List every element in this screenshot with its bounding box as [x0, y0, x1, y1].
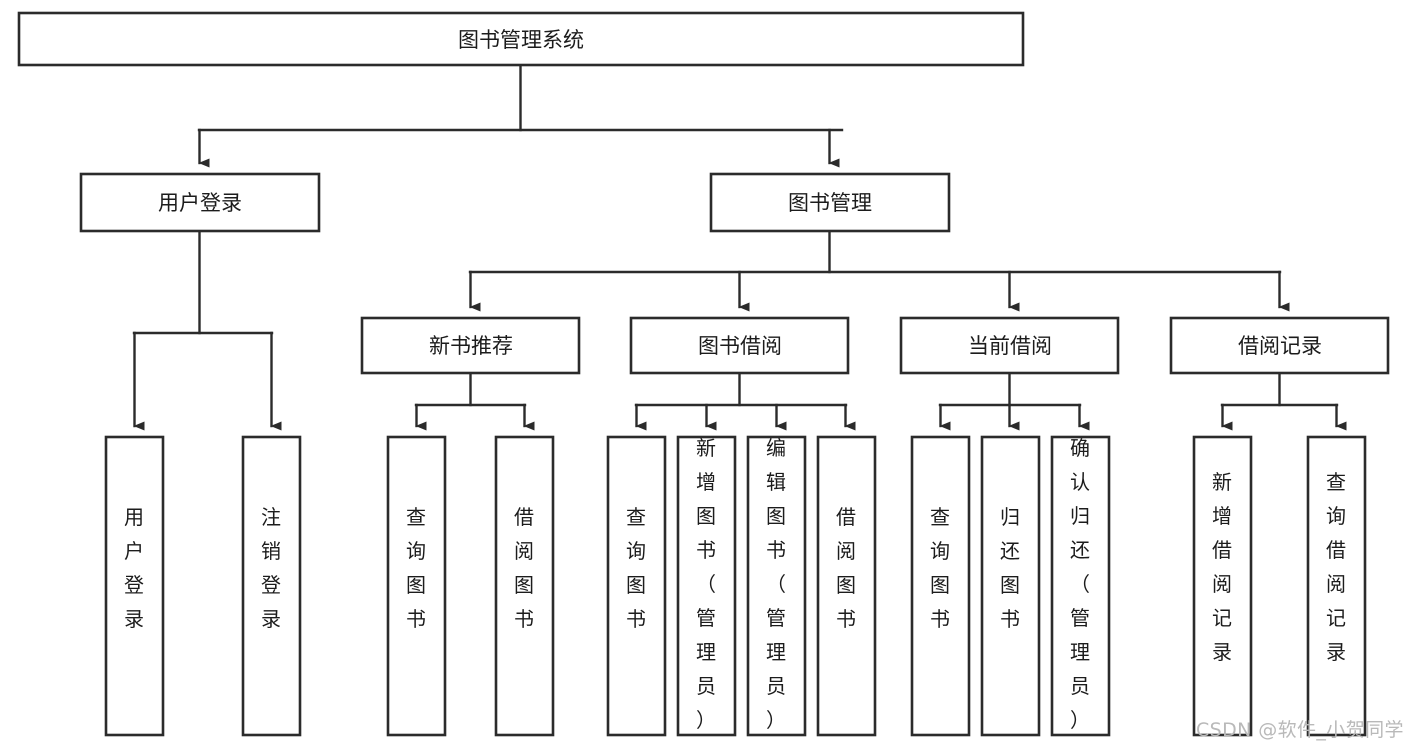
edge-group-borrow-record — [1220, 371, 1347, 431]
leaf-book-borrow-1[interactable]: 新增图书（管理员） — [676, 435, 737, 737]
node-user-login-label: 用户登录 — [158, 191, 242, 215]
leaf-book-borrow-3[interactable]: 借阅图书 — [816, 435, 877, 737]
leaf-current-borrow-2-label: 确认归还（管理员） — [1070, 436, 1090, 732]
leaf-current-borrow-1-box[interactable] — [980, 435, 1041, 737]
leaf-new-book-0[interactable]: 查询图书 — [386, 435, 447, 737]
node-book-borrow-box[interactable] — [629, 316, 850, 375]
node-borrow-record-box[interactable] — [1169, 316, 1390, 375]
leaf-new-book-1[interactable]: 借阅图书 — [494, 435, 555, 737]
node-new-book-recommend-label: 新书推荐 — [429, 334, 513, 358]
leaf-current-borrow-0-box[interactable] — [910, 435, 971, 737]
node-current-borrow[interactable]: 当前借阅 — [899, 316, 1120, 375]
edge-group-root — [197, 63, 844, 168]
leaf-book-borrow-0[interactable]: 查询图书 — [606, 435, 667, 737]
leaf-current-borrow-2[interactable]: 确认归还（管理员） — [1050, 435, 1111, 737]
leaf-borrow-record-0-box[interactable] — [1192, 435, 1253, 737]
edge-group-book-manage — [468, 229, 1290, 312]
leaf-current-borrow-1[interactable]: 归还图书 — [980, 435, 1041, 737]
leaf-user-login-1-label: 注销登录 — [261, 505, 281, 631]
leaf-borrow-record-0-label: 新增借阅记录 — [1212, 470, 1232, 664]
leaf-user-login-1-box[interactable] — [241, 435, 302, 737]
node-book-manage[interactable]: 图书管理 — [709, 172, 951, 233]
leaf-user-login-0-label: 用户登录 — [124, 505, 144, 631]
node-current-borrow-label: 当前借阅 — [968, 334, 1052, 358]
leaf-user-login-1[interactable]: 注销登录 — [241, 435, 302, 737]
node-borrow-record-label: 借阅记录 — [1238, 334, 1322, 358]
leaf-book-borrow-2-box[interactable] — [746, 435, 807, 737]
leaf-borrow-record-1[interactable]: 查询借阅记录 — [1306, 435, 1367, 737]
leaf-current-borrow-1-label: 归还图书 — [1000, 505, 1020, 631]
leaf-book-borrow-3-label: 借阅图书 — [836, 505, 856, 631]
leaf-borrow-record-0[interactable]: 新增借阅记录 — [1192, 435, 1253, 737]
node-user-login-box[interactable] — [79, 172, 321, 233]
leaf-user-login-0-box[interactable] — [104, 435, 165, 737]
edge-group-new-book — [414, 371, 535, 431]
leaf-new-book-0-label: 查询图书 — [406, 505, 426, 631]
leaf-book-borrow-1-box[interactable] — [676, 435, 737, 737]
node-new-book-recommend-box[interactable] — [360, 316, 581, 375]
node-root[interactable]: 图书管理系统 — [17, 11, 1025, 67]
leaf-user-login-0[interactable]: 用户登录 — [104, 435, 165, 737]
leaf-current-borrow-0[interactable]: 查询图书 — [910, 435, 971, 737]
leaf-current-borrow-2-box[interactable] — [1050, 435, 1111, 737]
leaf-book-borrow-1-label: 新增图书（管理员） — [696, 436, 716, 732]
leaf-borrow-record-1-box[interactable] — [1306, 435, 1367, 737]
node-new-book-recommend[interactable]: 新书推荐 — [360, 316, 581, 375]
node-root-box[interactable] — [17, 11, 1025, 67]
node-book-borrow-label: 图书借阅 — [698, 334, 782, 358]
node-book-borrow[interactable]: 图书借阅 — [629, 316, 850, 375]
leaf-book-borrow-2-label: 编辑图书（管理员） — [766, 436, 786, 732]
leaf-new-book-1-label: 借阅图书 — [514, 505, 534, 631]
edge-group-book-borrow — [634, 371, 856, 431]
edge-group-current-borrow — [938, 371, 1090, 431]
node-book-manage-box[interactable] — [709, 172, 951, 233]
node-root-label: 图书管理系统 — [458, 28, 584, 52]
node-current-borrow-box[interactable] — [899, 316, 1120, 375]
leaf-new-book-0-box[interactable] — [386, 435, 447, 737]
leaf-borrow-record-1-label: 查询借阅记录 — [1326, 470, 1346, 664]
leaf-current-borrow-0-label: 查询图书 — [930, 505, 950, 631]
node-borrow-record[interactable]: 借阅记录 — [1169, 316, 1390, 375]
leaf-book-borrow-0-label: 查询图书 — [626, 505, 646, 631]
leaf-new-book-1-box[interactable] — [494, 435, 555, 737]
leaf-book-borrow-3-box[interactable] — [816, 435, 877, 737]
leaf-book-borrow-0-box[interactable] — [606, 435, 667, 737]
edge-group-user-login — [132, 229, 282, 431]
node-user-login[interactable]: 用户登录 — [79, 172, 321, 233]
leaf-book-borrow-2[interactable]: 编辑图书（管理员） — [746, 435, 807, 737]
node-book-manage-label: 图书管理 — [788, 191, 872, 215]
